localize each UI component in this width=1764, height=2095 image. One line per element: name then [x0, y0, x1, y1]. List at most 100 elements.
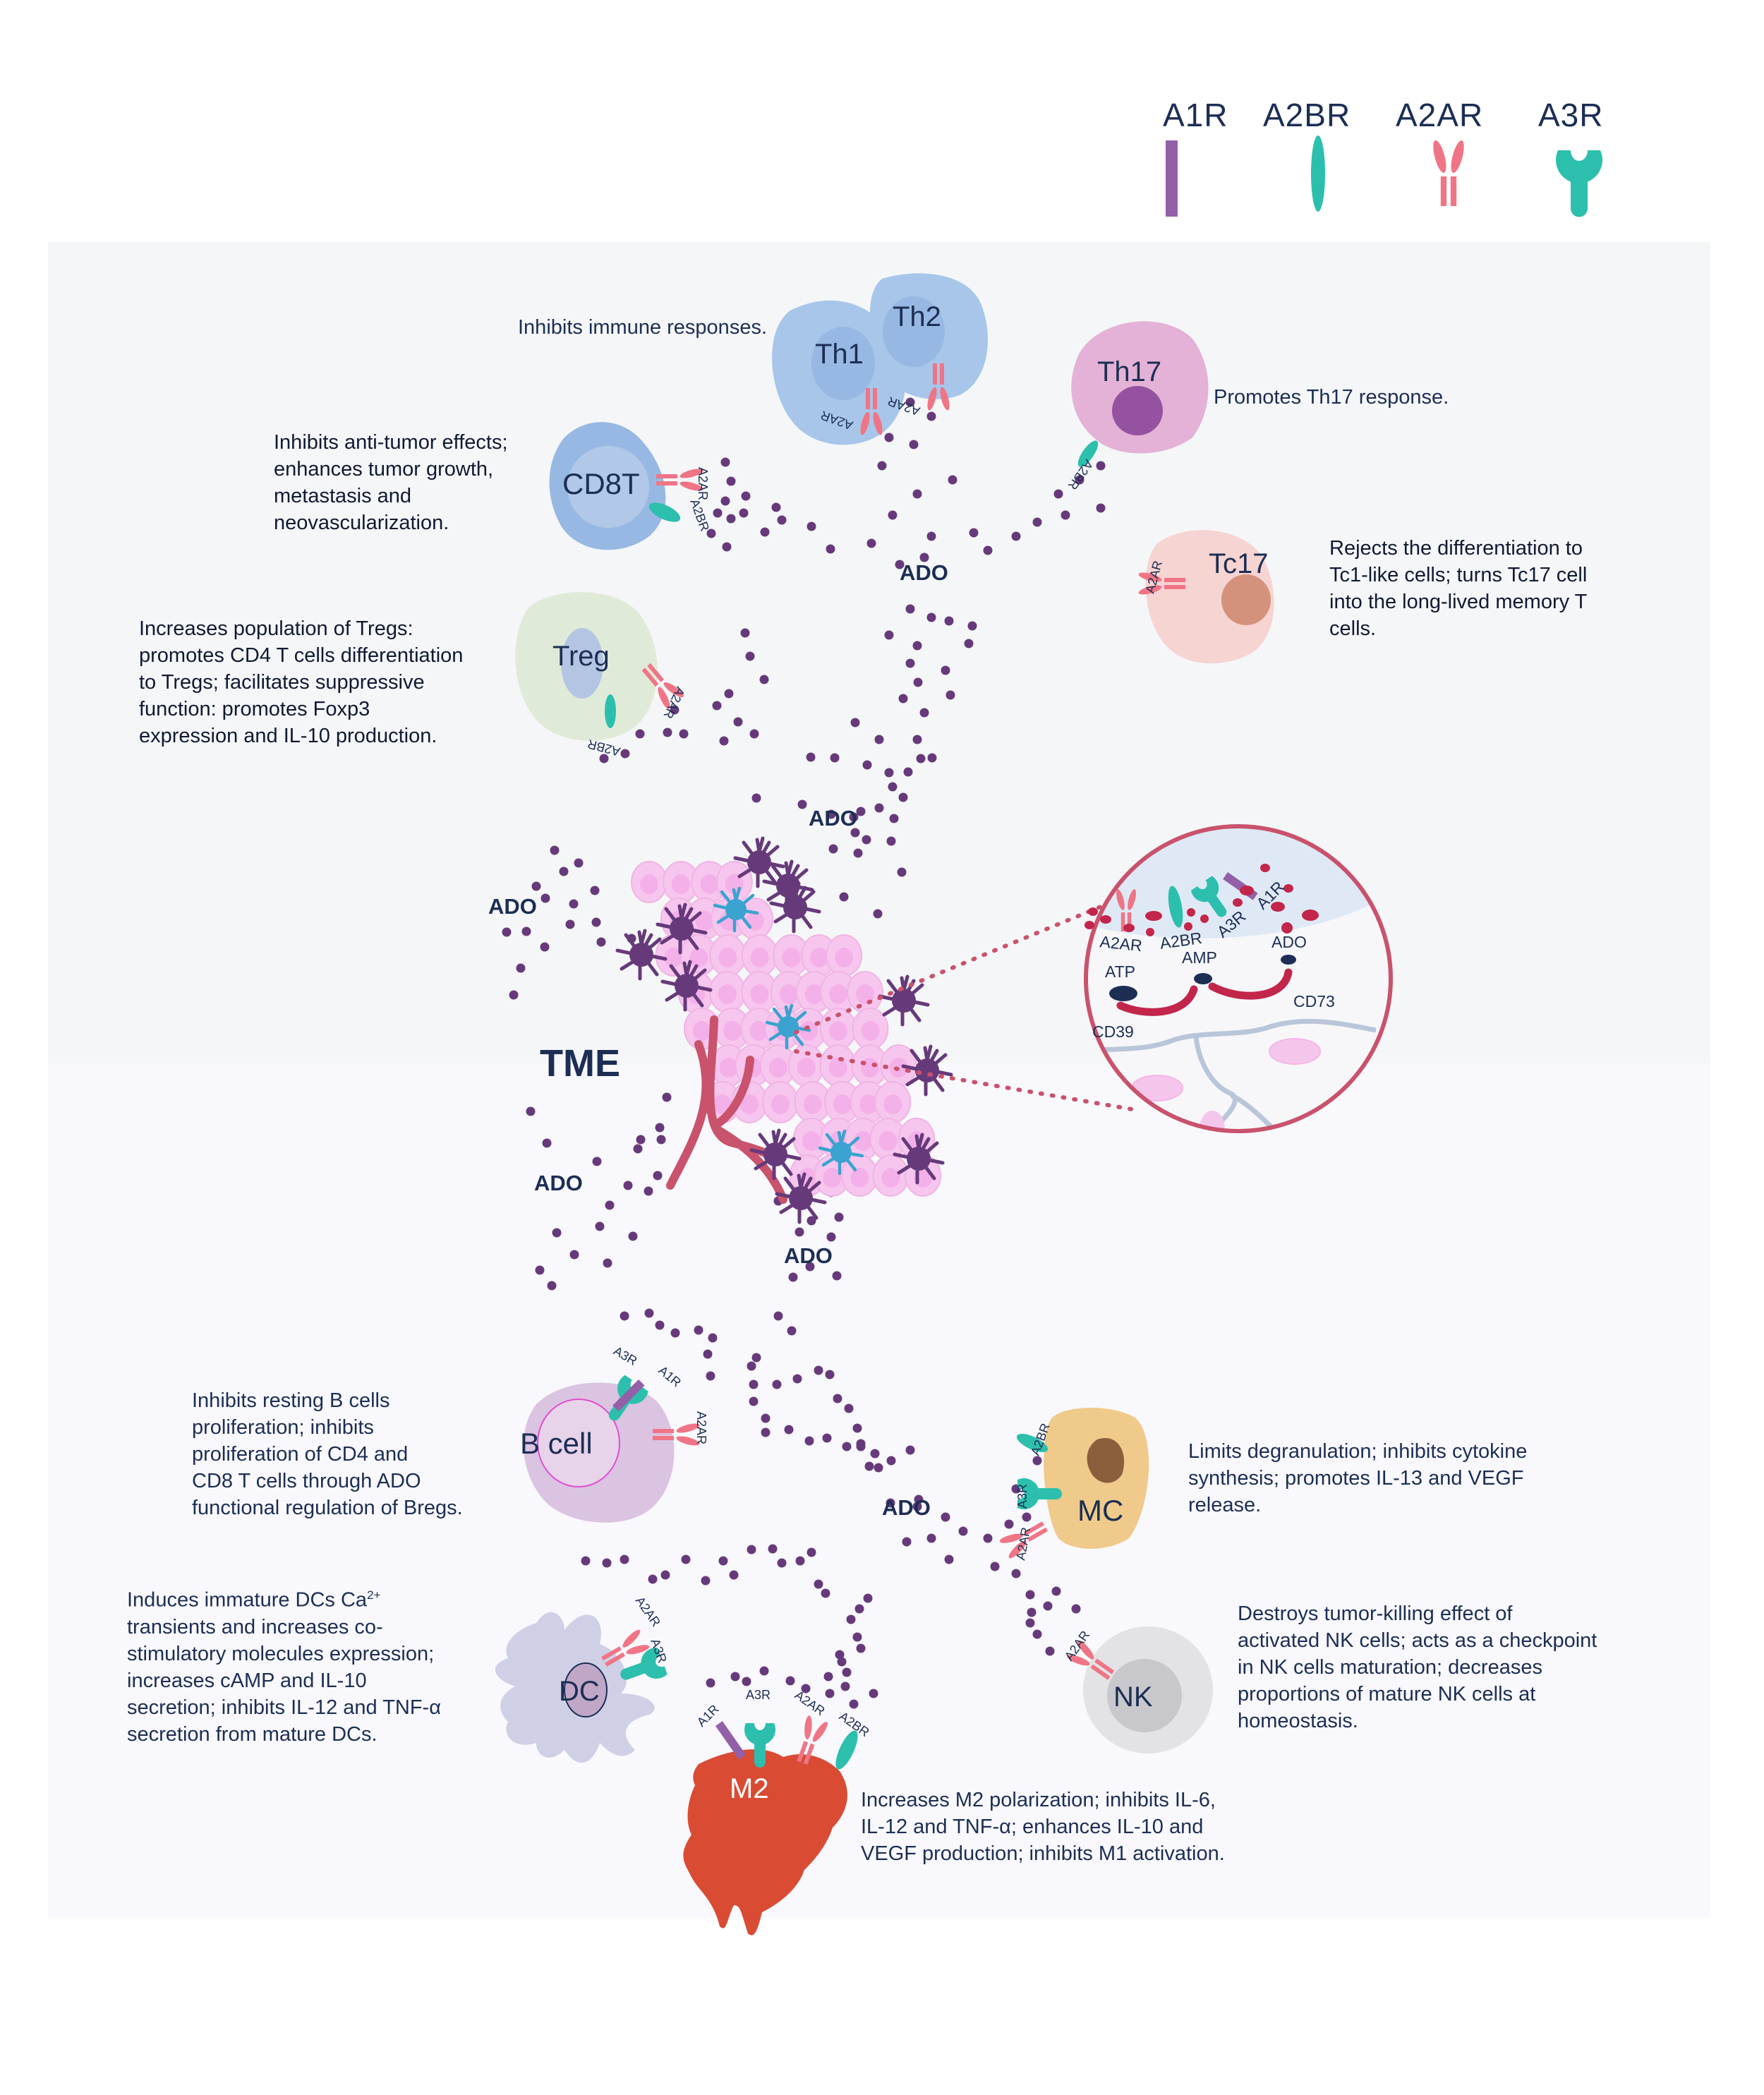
ado-dot — [701, 1576, 711, 1586]
ado-dot — [804, 1436, 814, 1446]
ado-dot — [565, 919, 575, 929]
ado-dot — [873, 909, 883, 919]
ado-dot — [681, 1554, 691, 1564]
ado-dot — [644, 1308, 654, 1318]
tumor-cell-nucleus — [829, 984, 848, 1004]
tumor-cell-nucleus — [828, 1058, 847, 1077]
ado-dot — [706, 1678, 715, 1688]
ado-dot — [895, 560, 905, 569]
ado-dot — [771, 502, 781, 512]
inset-ado-dot — [1085, 921, 1094, 929]
ado-dot — [502, 927, 512, 937]
label-th17: Th17 — [1097, 356, 1161, 387]
ado-dot — [821, 1588, 830, 1598]
ado-dot — [653, 1171, 663, 1181]
ado-dot — [905, 604, 915, 614]
ado-dot — [886, 836, 896, 846]
ado-dot — [595, 1221, 605, 1231]
tumor-cell-nucleus — [672, 874, 691, 894]
ado-dot — [733, 717, 743, 727]
ado-dot — [948, 475, 957, 485]
tumor-cell-nucleus — [750, 984, 769, 1004]
inset-ado-dot — [1088, 907, 1098, 916]
ado-dot — [990, 1562, 1000, 1571]
tumor-cell-nucleus — [810, 948, 829, 967]
ado-dot — [941, 1512, 950, 1522]
ado-dot — [772, 1379, 782, 1389]
th-description: Inhibits immune responses. — [518, 316, 767, 339]
tumor-cell-nucleus — [853, 1131, 872, 1151]
treg-cell — [515, 592, 687, 741]
label-bcell: B cell — [520, 1427, 593, 1460]
ado-dot — [718, 1556, 728, 1566]
ado-dot — [823, 1672, 833, 1682]
ado-dot — [826, 1232, 836, 1242]
mc-receptor-label-a3r: A3R — [1015, 1484, 1029, 1509]
ado-dot — [1096, 503, 1106, 513]
ado-dot — [1061, 510, 1070, 520]
inset-ado-dot — [1233, 898, 1243, 907]
ado-dot — [542, 1138, 552, 1148]
ado-label-lower-left: ADO — [534, 1171, 583, 1195]
ado-dot — [1032, 1456, 1042, 1466]
ado-dot — [874, 803, 884, 813]
ado-dot — [569, 899, 579, 909]
ado-dot — [745, 651, 755, 661]
ado-dot — [1022, 1512, 1032, 1522]
ado-dot — [741, 491, 751, 501]
ado-dot — [569, 1250, 579, 1260]
ado-dot — [944, 616, 954, 626]
ado-dot — [874, 735, 884, 744]
ado-dot — [822, 1433, 832, 1443]
dc-description-superscript: 2+ — [367, 1588, 381, 1602]
ado-dot — [801, 1684, 811, 1693]
ado-dot — [719, 736, 729, 746]
tumor-cell-nucleus — [797, 1058, 816, 1077]
blood-vessel — [666, 1015, 787, 1204]
tumor-cell-nucleus — [782, 948, 801, 967]
ado-dot — [726, 514, 736, 524]
ado-dot — [660, 1570, 670, 1580]
ado-dot — [535, 1265, 545, 1275]
ado-label-top: ADO — [900, 560, 948, 585]
inset-ado-dot — [1271, 902, 1285, 912]
ado-dot — [1043, 1601, 1053, 1611]
tumor-cell-nucleus — [771, 1094, 790, 1114]
ado-dot — [926, 1533, 936, 1543]
label-tc17: Tc17 — [1209, 548, 1269, 579]
tme-label: TME — [540, 1042, 620, 1085]
ado-dot — [850, 718, 860, 727]
ado-dot — [902, 1537, 912, 1547]
m2-receptor-label-a2ar: A2AR — [792, 1688, 828, 1718]
label-cd8t: CD8T — [562, 467, 640, 500]
tumor-cell-nucleus — [719, 1058, 738, 1077]
ado-dot — [983, 545, 993, 555]
ado-dot — [620, 1311, 629, 1321]
ado-dot — [897, 867, 907, 877]
ado-dot — [832, 1271, 842, 1281]
ado-dot — [864, 1461, 874, 1471]
ado-dot — [605, 1200, 615, 1210]
tumor-cell-nucleus — [695, 911, 714, 931]
inset-ado-dot — [1100, 915, 1111, 924]
label-m2: M2 — [730, 1773, 769, 1804]
th17-cell — [1071, 321, 1209, 467]
ado-dot — [840, 1682, 850, 1691]
label-dc: DC — [559, 1676, 600, 1707]
ado-dot — [521, 926, 531, 936]
ado-dot — [550, 845, 560, 855]
th1-cell — [772, 300, 906, 445]
ado-dot — [833, 1394, 842, 1403]
tumor-cell-nucleus — [779, 984, 798, 1004]
ado-dot — [903, 767, 913, 777]
ado-dot — [898, 792, 908, 802]
ado-dot — [759, 675, 769, 684]
ado-dot — [751, 1353, 761, 1363]
tumor-cell-nucleus — [692, 1021, 711, 1041]
tumor-cell-nucleus — [828, 1021, 847, 1041]
ado-dot — [787, 1326, 797, 1336]
ado-dot — [670, 705, 679, 715]
inset-ado-dot — [1184, 922, 1192, 931]
tumor-cell-nucleus — [740, 1094, 759, 1114]
inset-label-ado: ADO — [1271, 933, 1307, 951]
